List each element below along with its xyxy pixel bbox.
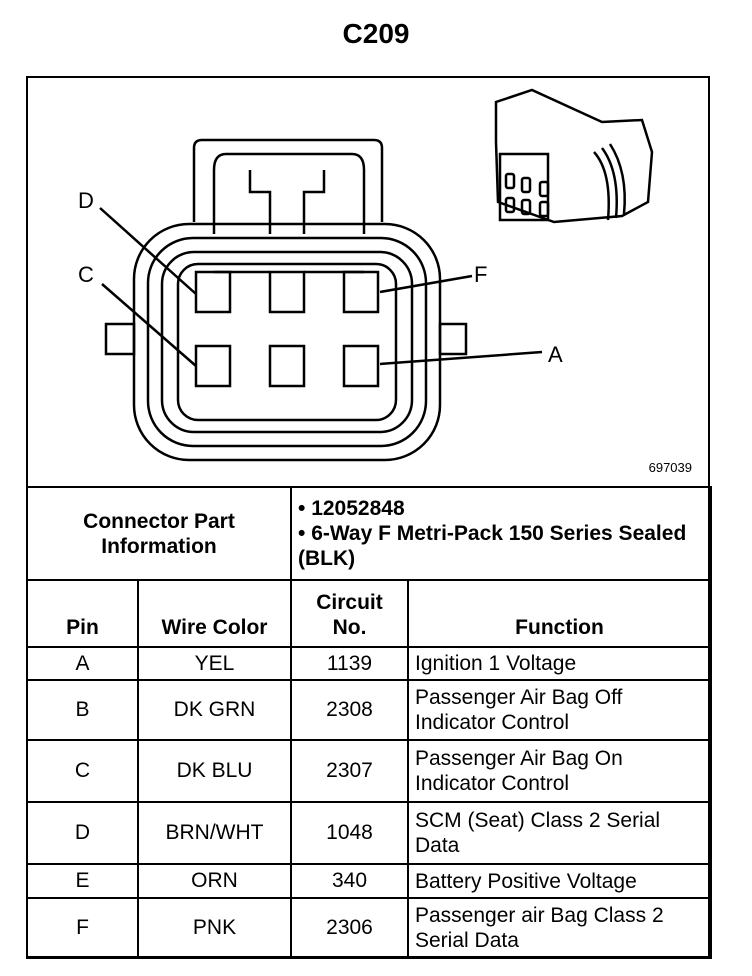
- header-circuit: Circuit No.: [290, 579, 409, 648]
- pin: D: [26, 801, 139, 865]
- wire-color: YEL: [137, 646, 292, 681]
- pin: F: [26, 897, 139, 959]
- circuit: 1048: [290, 801, 409, 865]
- pin: C: [26, 739, 139, 803]
- wire-color: DK GRN: [137, 679, 292, 741]
- wire-color: DK BLU: [137, 739, 292, 803]
- circuit: 2308: [290, 679, 409, 741]
- pin-label-d: D: [78, 188, 94, 213]
- part-info-label: Connector Part Information: [26, 486, 292, 581]
- function: Ignition 1 Voltage: [407, 646, 712, 681]
- pin-label-a: A: [548, 342, 563, 367]
- header-pin: Pin: [26, 579, 139, 648]
- circuit: 2307: [290, 739, 409, 803]
- header-function: Function: [407, 579, 712, 648]
- part-info-list: 12052848 6-Way F Metri-Pack 150 Series S…: [298, 496, 704, 571]
- part-number: 12052848: [298, 496, 704, 521]
- function: Battery Positive Voltage: [407, 863, 712, 899]
- connector-title: C209: [342, 18, 410, 49]
- function: Passenger Air Bag Off Indicator Control: [407, 679, 712, 741]
- figure-number: 697039: [648, 460, 692, 475]
- pinout-table: Connector Part Information 12052848 6-Wa…: [26, 486, 712, 959]
- circuit: 2306: [290, 897, 409, 959]
- connector-frame: D C F A 697039 Connector Part Informatio…: [26, 76, 712, 959]
- pin-label-f: F: [474, 262, 487, 287]
- pin-cavities: [194, 270, 380, 388]
- pin: A: [26, 646, 139, 681]
- pin: B: [26, 679, 139, 741]
- function: Passenger Air Bag On Indicator Control: [407, 739, 712, 803]
- connector-isometric-icon: [494, 88, 654, 224]
- circuit: 340: [290, 863, 409, 899]
- pin: E: [26, 863, 139, 899]
- part-description: 6-Way F Metri-Pack 150 Series Sealed (BL…: [298, 521, 704, 571]
- function: SCM (Seat) Class 2 Serial Data: [407, 801, 712, 865]
- wire-color: PNK: [137, 897, 292, 959]
- connector-face-drawing: D C F A: [78, 88, 654, 462]
- function: Passenger air Bag Class 2 Serial Data: [407, 897, 712, 959]
- circuit: 1139: [290, 646, 409, 681]
- pin-label-c: C: [78, 262, 94, 287]
- wire-color: ORN: [137, 863, 292, 899]
- wire-color: BRN/WHT: [137, 801, 292, 865]
- header-wire-color: Wire Color: [137, 579, 292, 648]
